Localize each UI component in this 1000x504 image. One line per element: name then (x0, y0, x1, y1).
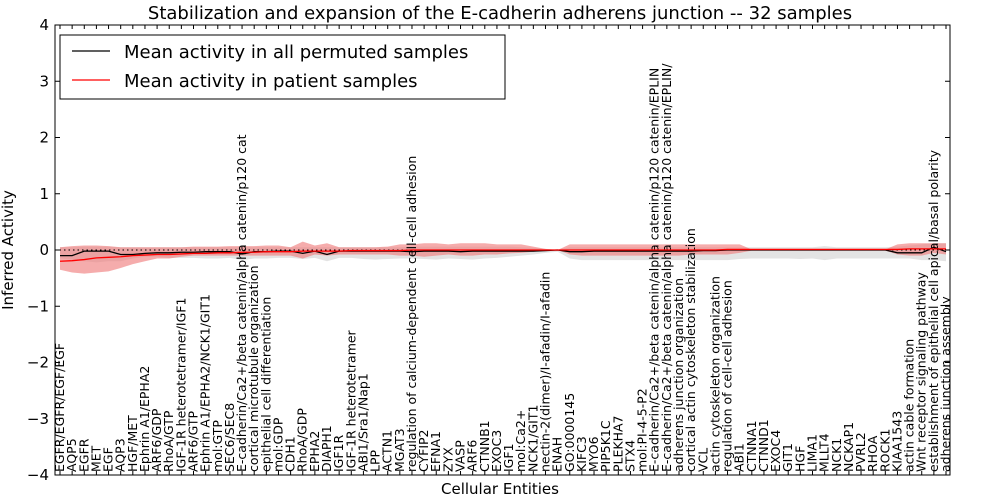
y-tick-label: 2 (39, 129, 49, 147)
x-tick-label: GIT1 (780, 443, 795, 472)
y-tick-label: −1 (27, 297, 49, 315)
x-tick-label: epithelial cell differentiation (258, 297, 273, 472)
x-tick-label: EFNA1 (428, 431, 443, 472)
x-tick-label: IGF-1R heterotetramer/IGF1 (173, 298, 188, 472)
x-tick-label: actin cytoskeleton organization (707, 276, 722, 472)
x-tick-label: ABI1/Sra1/Nap1 (355, 373, 370, 472)
x-tick-label: EXOC4 (768, 430, 783, 472)
x-tick-label: EXOC3 (489, 430, 504, 472)
x-tick-label: nectin-2(dimer)/I-afadin/I-afadin (537, 272, 552, 472)
x-tick-label: AQP5 (64, 438, 79, 472)
x-tick-label: NCK1/GIT1 (525, 405, 540, 472)
x-tick-label: cortical actin cytoskeleton stabilizatio… (683, 228, 698, 472)
x-tick-label: MET (88, 445, 103, 472)
x-tick-label: MGAT3 (392, 428, 407, 472)
legend-label-permuted: Mean activity in all permuted samples (124, 42, 468, 63)
x-tick-label: KIFC3 (574, 436, 589, 472)
x-tick-label: HGF (792, 446, 807, 472)
x-tick-label: IGF1 (501, 443, 516, 472)
y-tick-label: 3 (39, 72, 49, 90)
x-tick-label: ARF6 (465, 440, 480, 472)
patient-mean-line (59, 248, 946, 262)
x-tick-label: cortical microtubule organization (246, 265, 261, 472)
x-tick-label: MYO6 (586, 436, 601, 472)
x-tick-label: DIAPH1 (319, 425, 334, 472)
x-tick-label: ENAH (550, 437, 565, 472)
x-tick-label: RhoA/GTP (161, 410, 176, 472)
x-tick-label: regulation of calcium-dependent cell-cel… (404, 156, 419, 472)
x-tick-label: Wnt receptor signaling pathway (914, 272, 929, 472)
x-tick-label: NCKAP1 (841, 422, 856, 472)
y-tick-label: −2 (27, 354, 49, 372)
x-tick-label: mol:Ca2+ (513, 410, 528, 472)
x-tick-label: adherens junction assembly (938, 296, 953, 472)
chart-title: Stabilization and expansion of the E-cad… (148, 3, 852, 24)
x-tick-label: CTNNB1 (477, 420, 492, 472)
y-tick-label: 0 (39, 241, 49, 259)
x-tick-label: STX4 (622, 440, 637, 472)
x-tick-label: mol:GDP (270, 417, 285, 472)
x-tick-label: Ephrin A1/EPHA2/NCK1/GIT1 (198, 294, 213, 472)
x-tick-label: ABI1 (732, 443, 747, 472)
x-tick-label: RhoA/GDP (295, 408, 310, 472)
x-tick-label: mol:PI-4-5-P2 (635, 388, 650, 472)
legend-label-patient: Mean activity in patient samples (124, 71, 418, 92)
x-tick-label: Ephrin A1/EPHA2 (137, 366, 152, 472)
x-tick-label: SEC6/SEC8 (222, 403, 237, 472)
x-tick-label: EPHA2 (307, 431, 322, 472)
x-tick-label: ROCK1 (877, 429, 892, 472)
x-tick-label: CDH1 (283, 436, 298, 472)
x-tick-label: PIP5K1C (598, 420, 613, 472)
x-tick-label: LIMA1 (804, 434, 819, 472)
x-tick-label: MLLT4 (817, 433, 832, 472)
x-tick-label: EGFR/EGFR/EGF/EGF (52, 343, 67, 472)
x-tick-label: NCK1 (829, 438, 844, 472)
x-tick-label: ARF6/GDP (149, 408, 164, 472)
x-tick-label: ARF6/GTP (186, 411, 201, 472)
x-tick-label: adherens junction organization (671, 278, 686, 472)
x-tick-label: LPP (368, 449, 383, 472)
x-tick-label: EGFR (76, 438, 91, 472)
y-tick-label: 1 (39, 185, 49, 203)
x-tick-label: IGF-1R heterotetramer (343, 329, 358, 472)
x-axis-label: Cellular Entities (441, 480, 559, 498)
x-tick-label: regulation of cell-cell adhesion (720, 280, 735, 472)
x-tick-label: mol:GTP (210, 420, 225, 472)
legend: Mean activity in all permuted samples Me… (59, 34, 506, 100)
x-tick-label: EGF (101, 447, 116, 472)
x-tick-label: GO:0000145 (562, 393, 577, 472)
x-tick-label: VASP (453, 440, 468, 472)
y-tick-label: 4 (39, 16, 49, 34)
x-tick-label: actin cable formation (902, 339, 917, 472)
x-tick-label: CYFIP2 (416, 429, 431, 472)
x-tick-label: E-cadherin/Ca2+/beta catenin/alpha caten… (647, 68, 662, 472)
x-tick-label: VCL (695, 448, 710, 472)
x-tick-label: E-cadherin/Ca2+/beta catenin/alpha caten… (659, 63, 674, 472)
y-tick-label: −3 (27, 410, 49, 428)
x-tick-label: ZYX (440, 447, 455, 472)
x-tick-label: AQP3 (113, 438, 128, 472)
x-tick-label: establishment of epithelial cell apical/… (926, 149, 941, 472)
x-tick-label: KIAA1543 (889, 411, 904, 472)
x-tick-label: PLEKHA7 (610, 415, 625, 472)
x-tick-label: ACTN1 (380, 430, 395, 472)
x-tick-label: E-cadherin/Ca2+/beta catenin/alpha caten… (234, 134, 249, 472)
x-tick-label: PVRL2 (853, 432, 868, 472)
y-tick-label: −4 (27, 466, 49, 484)
x-tick-label: IGF1R (331, 434, 346, 472)
x-tick-label: CTNNA1 (744, 420, 759, 472)
x-tick-label: HGF/MET (125, 415, 140, 472)
x-tick-label: RHOA (865, 435, 880, 472)
y-axis-label: Inferred Activity (0, 190, 17, 310)
x-tick-label: CTNND1 (756, 419, 771, 472)
